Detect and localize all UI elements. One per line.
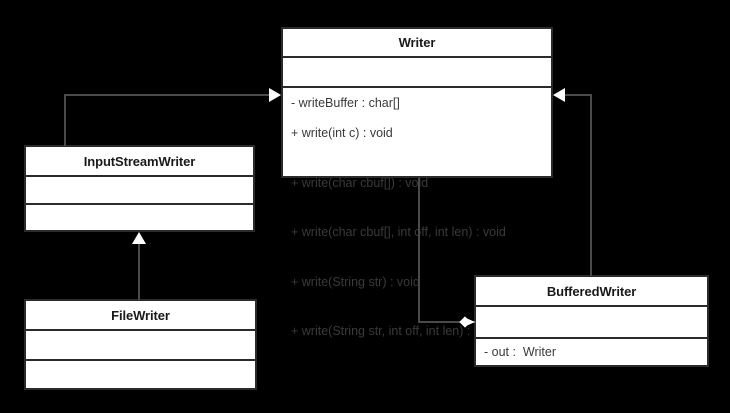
method-write-charbuf-off-len: + write(char cbuf[], int off, int len) :…	[291, 225, 506, 239]
generalization-arrowhead-bw-writer	[553, 88, 565, 102]
class-methods-filewriter	[26, 361, 255, 388]
class-title-writer: Writer	[283, 29, 551, 58]
generalization-bw-writer-segment-horizontal	[565, 94, 592, 96]
method-write-int: + write(int c) : void	[291, 126, 393, 140]
class-title-filewriter: FileWriter	[26, 301, 255, 331]
association-writer-bw-segment-vertical	[418, 178, 420, 323]
association-writer-bw-segment-horizontal	[418, 321, 476, 323]
class-box-filewriter[interactable]: FileWriter	[24, 299, 257, 390]
class-attributes-inputstreamwriter	[26, 177, 253, 205]
attribute-out: - out : Writer	[484, 345, 557, 359]
generalization-arrowhead-fw-isw	[132, 232, 146, 244]
class-box-bufferedwriter[interactable]: BufferedWriter - out : Writer	[474, 275, 709, 367]
generalization-arrowhead-isw-writer	[269, 88, 281, 102]
class-methods-bufferedwriter	[476, 339, 707, 365]
class-box-writer[interactable]: Writer - writeBuffer : char[] + write(in…	[281, 27, 553, 338]
class-box-inputstreamwriter[interactable]: InputStreamWriter	[24, 145, 255, 232]
class-methods-writer: + write(int c) : void + write(char cbuf[…	[283, 88, 551, 338]
generalization-bw-writer-segment-vertical	[590, 94, 592, 276]
association-arrowhead-writer-bw	[466, 318, 475, 326]
class-title-bufferedwriter: BufferedWriter	[476, 277, 707, 307]
class-attributes-bufferedwriter: - out : Writer	[476, 307, 707, 359]
class-attributes-writer: - writeBuffer : char[]	[283, 58, 551, 110]
class-title-inputstreamwriter: InputStreamWriter	[26, 147, 253, 177]
method-write-charbuf: + write(char cbuf[]) : void	[291, 175, 429, 190]
class-methods-inputstreamwriter	[26, 205, 253, 230]
method-write-string: + write(String str) : void	[291, 274, 420, 289]
attribute-writebuffer: - writeBuffer : char[]	[291, 96, 400, 110]
generalization-isw-writer-segment-vertical	[64, 94, 66, 146]
class-attributes-filewriter	[26, 331, 255, 361]
generalization-fw-isw-segment-vertical	[138, 244, 140, 300]
generalization-isw-writer-segment-horizontal	[64, 94, 271, 96]
